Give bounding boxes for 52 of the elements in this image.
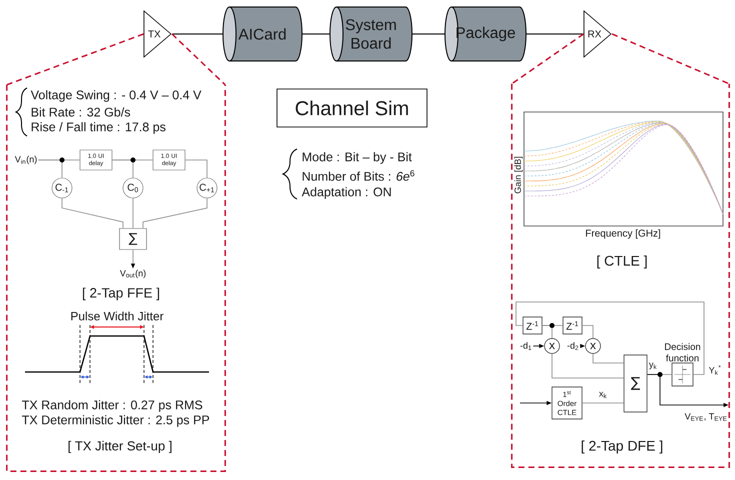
node-label: Decision function [665,343,700,362]
connector-line [526,33,584,35]
figure-caption: [ TX Jitter Set-up ] [68,440,172,454]
connector-line [582,325,594,339]
connector-line [38,160,62,178]
dashed-line [511,33,584,84]
connector-line [62,198,124,229]
edge-label: y$_{k}$ [648,362,658,370]
signal-label: -d$_{2}$ [567,342,578,350]
decision-box: Decision function [665,343,700,386]
axis-label: Frequency [GHz] [586,229,660,239]
connector-line [412,33,445,35]
summer-box: ∑ [119,228,147,250]
process-box: Channel Sim [276,88,428,128]
connector-line [132,198,134,229]
summer-box: ∑ [624,354,648,412]
edge-label: x$_{k}$ [598,390,608,400]
connector-line [582,402,624,404]
signal-label: V$_{EYE}$, T$_{EYE}$ [684,413,727,421]
parameter-text: Mode : Bit – by - Bit [302,152,412,164]
figure-caption: [ 2-Tap DFE ] [582,440,662,454]
delay-box: Z$^{-1}$ [522,316,542,334]
parameter-text: Adaptation : ON [302,187,391,199]
connector-line [142,198,208,229]
parameter-text: Bit Rate : 32 Gb/s [32,107,130,117]
parameter-text: TX Random Jitter : 0.27 ps RMS [22,400,202,412]
dimension-label: Pulse Width Jitter [71,312,164,320]
parameter-text: Voltage Swing : - 0.4 V – 0.4 V [30,90,202,102]
signal-label: -d$_{1}$ [520,342,532,350]
cylinder: AICard [222,6,302,62]
connector-line [516,302,704,375]
connector-line [112,160,134,178]
connector-line [302,33,330,35]
signal-label: V$_{in}$(n) [14,156,37,164]
dashed-line [171,33,226,86]
dashed-frame [6,84,226,472]
dashed-line [612,33,730,84]
axis-label: Gain [dB] [514,156,523,194]
cylinder: System Board [330,6,412,62]
connector-line [172,33,223,35]
connector-line [542,325,552,339]
connector-line [552,353,624,378]
connector-line [184,160,208,178]
figure-caption: [ CTLE ] [597,255,647,269]
parameter-text: Rise / Fall time : 17.8 ps [32,122,166,134]
connector-line [592,353,624,364]
parameter-text: TX Deterministic Jitter : 2.5 ps PP [22,415,210,427]
parameter-text: Number of Bits : 6e$^{6}$ [302,170,414,181]
delay-box: Z$^{-1}$ [562,316,582,334]
figure-caption: [ 2-Tap FFE ] [82,288,160,300]
signal-label: V$_{out}$(n) [120,270,146,278]
dashed-line [6,33,144,86]
